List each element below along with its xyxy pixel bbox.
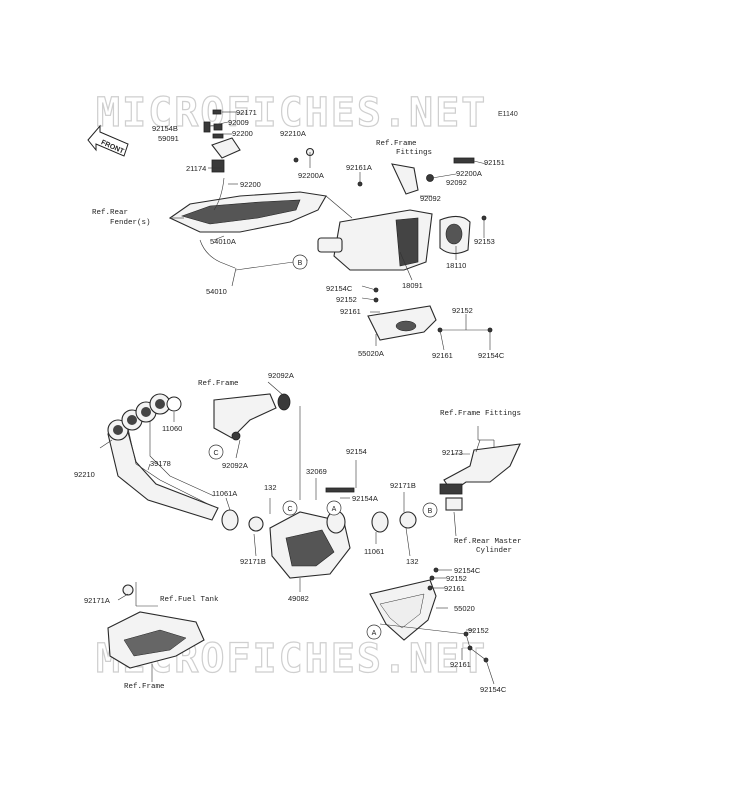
cable-54010	[199, 239, 236, 269]
ref-frame-fittings-top-line1: Ref.Frame	[376, 140, 417, 148]
frame-bracket-mid	[213, 393, 291, 441]
callout-markers: B C C A B A	[208, 254, 438, 640]
gasket-11061A	[221, 509, 239, 531]
label-92092-b: 92092	[420, 194, 441, 203]
frame-fittings-top	[391, 157, 475, 195]
label-11060: 11060	[162, 424, 182, 433]
bolt-group-top-left	[203, 109, 241, 173]
ref-rear-master-line1: Ref.Rear Master	[454, 538, 522, 546]
pre-chamber-49082	[269, 510, 351, 579]
label-18091: 18091	[402, 281, 423, 290]
label-132-a: 132	[264, 483, 277, 492]
label-92154: 92154	[346, 447, 367, 456]
label-92200-top: 92200	[232, 129, 253, 138]
label-54010: 54010	[206, 287, 227, 296]
label-92152-c: 92152	[446, 574, 467, 583]
label-18110: 18110	[446, 261, 466, 270]
svg-text:B: B	[298, 260, 303, 267]
watermark-top: MICROFICHES.NET	[96, 90, 487, 136]
label-92152-d: 92152	[468, 626, 489, 635]
svg-text:B: B	[428, 508, 433, 515]
fastener-dots	[293, 147, 493, 333]
label-92154C-c: 92154C	[454, 566, 481, 575]
ref-rear-fender-line1: Ref.Rear	[92, 209, 128, 217]
label-55020A: 55020A	[358, 349, 384, 358]
svg-text:A: A	[372, 630, 377, 637]
label-92171B-a: 92171B	[240, 557, 266, 566]
rear-master-bracket	[439, 443, 521, 511]
label-132-b: 132	[406, 557, 419, 566]
label-92154B: 92154B	[152, 124, 178, 133]
label-92200-mid: 92200	[240, 180, 261, 189]
label-92173: 92173	[442, 448, 463, 457]
reference-labels: Ref.Rear Fender(s) Ref.Frame Fittings Re…	[92, 140, 522, 691]
clamp-92171B-right	[399, 511, 417, 529]
label-92154C-d: 92154C	[480, 685, 507, 694]
label-92161-a: 92161	[340, 307, 361, 316]
label-92154C-a: 92154C	[326, 284, 353, 293]
muffler-18091	[317, 209, 433, 271]
label-92092A-bot: 92092A	[222, 461, 248, 470]
part-labels: 92171 92009 92154B 59091 92200 92210A 92…	[74, 108, 507, 694]
diagram-code: E1140	[498, 111, 518, 118]
label-92171: 92171	[236, 108, 257, 117]
label-11061A: 11061A	[212, 489, 237, 498]
label-92200A-top: 92200A	[298, 171, 324, 180]
label-92154C-b: 92154C	[478, 351, 505, 360]
leader-lines-middle	[99, 381, 495, 592]
label-92210A-top: 92210A	[280, 129, 306, 138]
ref-rear-master-line2: Cylinder	[476, 547, 512, 555]
heat-guard-55020	[369, 579, 437, 641]
label-92210: 92210	[74, 470, 95, 479]
label-92009: 92009	[228, 118, 249, 127]
svg-text:A: A	[332, 506, 337, 513]
exhaust-header-39178	[107, 393, 219, 521]
ref-frame-fittings-top-line2: Fittings	[396, 149, 432, 157]
label-59091: 59091	[158, 134, 179, 143]
label-92152-a: 92152	[336, 295, 357, 304]
label-49082: 49082	[288, 594, 309, 603]
label-92092A-top: 92092A	[268, 371, 294, 380]
rear-fender-shape	[168, 191, 327, 233]
label-92151: 92151	[484, 158, 505, 167]
bolt-92154	[325, 487, 355, 493]
label-92154A: 92154A	[352, 494, 378, 503]
label-92161-b: 92161	[432, 351, 453, 360]
label-54010A: 54010A	[210, 237, 236, 246]
label-11061: 11061	[364, 547, 384, 556]
label-32069: 32069	[306, 467, 327, 476]
label-92153: 92153	[474, 237, 495, 246]
label-92161-c: 92161	[444, 584, 465, 593]
label-92200A-right: 92200A	[456, 169, 482, 178]
ref-frame-fittings-right: Ref.Frame Fittings	[440, 410, 521, 418]
ref-frame-mid: Ref.Frame	[198, 380, 239, 388]
label-92171A: 92171A	[84, 596, 110, 605]
leader-lines-lower	[117, 569, 495, 685]
label-39178: 39178	[150, 459, 171, 468]
frame-bottom	[107, 584, 205, 669]
label-92092-a: 92092	[446, 178, 467, 187]
svg-text:C: C	[287, 506, 292, 513]
label-92161-d: 92161	[450, 660, 471, 669]
label-92161A: 92161A	[346, 163, 372, 172]
clamp-92171B-left	[248, 516, 264, 532]
label-21174: 21174	[186, 164, 206, 173]
ref-rear-fender-line2: Fender(s)	[110, 219, 151, 227]
cable-54010A	[213, 177, 225, 211]
muffler-cap-18110	[439, 215, 471, 255]
svg-text:C: C	[213, 450, 218, 457]
label-92152-b: 92152	[452, 306, 473, 315]
gasket-11061	[371, 511, 389, 533]
label-55020: 55020	[454, 604, 475, 613]
label-92171B-b: 92171B	[390, 481, 416, 490]
ref-frame-bottom: Ref.Frame	[124, 683, 165, 691]
heat-guard-55020A	[367, 305, 437, 341]
ref-fuel-tank: Ref.Fuel Tank	[160, 596, 219, 604]
